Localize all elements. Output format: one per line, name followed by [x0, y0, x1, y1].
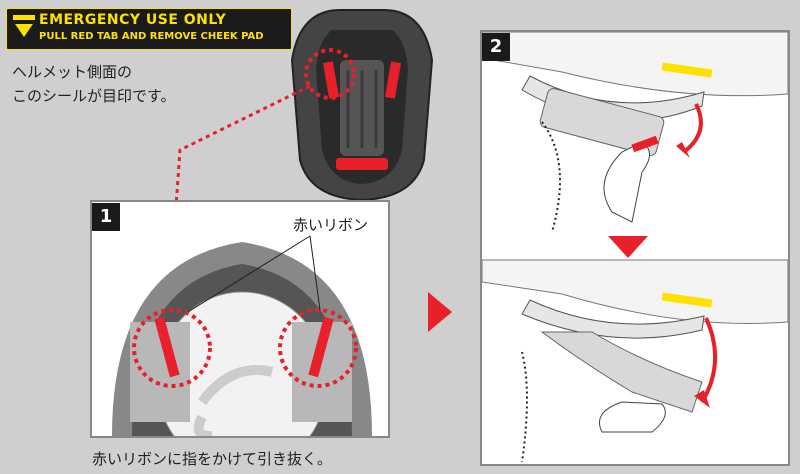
step-arrow-icon-2 [694, 390, 710, 408]
right-arrow-icon [428, 292, 452, 332]
removal-step-lower [482, 259, 788, 463]
step-1-caption: 赤いリボンに指をかけて引き抜く。 [92, 450, 333, 468]
emergency-sticker: EMERGENCY USE ONLY PULL RED TAB AND REMO… [6, 8, 292, 50]
emergency-subtitle: PULL RED TAB AND REMOVE CHEEK PAD [39, 31, 264, 42]
down-arrow-icon [608, 236, 648, 258]
helmet-shell-top [290, 9, 434, 202]
step-2-panel [480, 30, 790, 466]
emergency-title: EMERGENCY USE ONLY [39, 12, 227, 28]
removal-step-upper [482, 32, 788, 233]
side-note: ヘルメット側面の このシールが目印です。 [12, 60, 176, 108]
step-2-badge: 2 [482, 33, 510, 61]
side-note-line-2: このシールが目印です。 [12, 87, 176, 105]
step-1-panel [90, 200, 390, 438]
side-note-line-1: ヘルメット側面の [12, 63, 133, 81]
down-arrow-icon [13, 15, 35, 37]
step-1-badge: 1 [92, 203, 120, 231]
step-arrow-icon [676, 142, 690, 158]
helmet-interior-illustration [112, 235, 372, 436]
cheek-pad-removal-illustration [482, 32, 788, 463]
red-ribbon-label: 赤いリボン [293, 216, 369, 234]
